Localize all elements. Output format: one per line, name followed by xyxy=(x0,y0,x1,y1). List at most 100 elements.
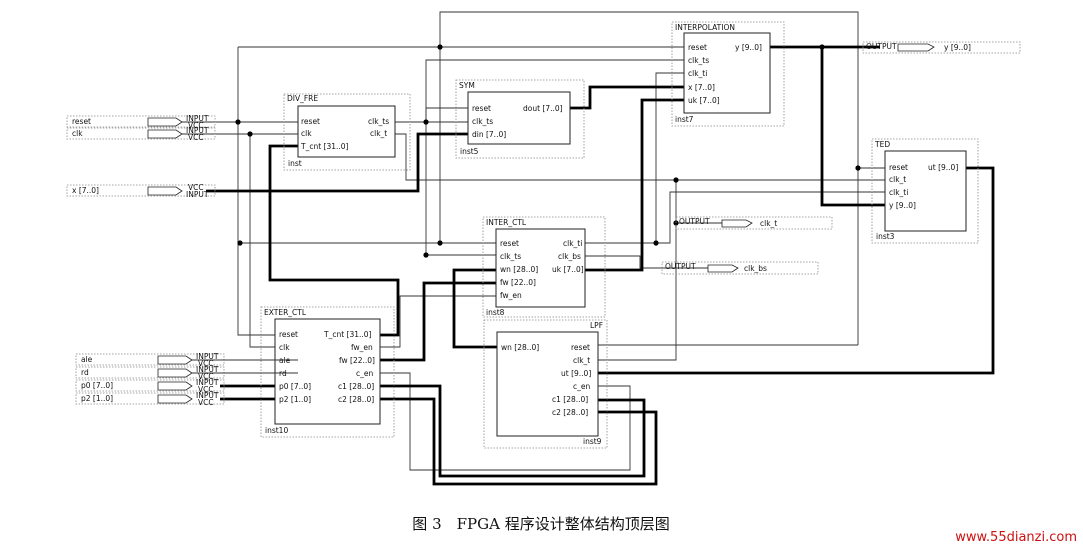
pin-name: clk_bs xyxy=(744,264,767,273)
pin-tag: INPUT xyxy=(186,114,209,123)
output-pin-y[interactable]: OUTPUT y [9..0] xyxy=(862,41,1021,54)
block-interpolation[interactable]: INTERPOLATION reset clk_ts clk_ti x [7..… xyxy=(671,21,785,127)
block-title: LPF xyxy=(590,321,603,330)
pin-tag: OUTPUT xyxy=(665,262,696,271)
pin-tag: INPUT xyxy=(196,365,219,374)
block-lpf[interactable]: LPF wn [28..0] reset clk_t ut [9..0] c_e… xyxy=(483,319,608,449)
pin-name: x [7..0] xyxy=(72,186,99,195)
port-label: din [7..0] xyxy=(472,130,506,139)
pin-sub: VCC xyxy=(198,385,214,394)
block-inter-ctl[interactable]: INTER_CTL reset clk_ts wn [28..0] fw [22… xyxy=(482,216,606,318)
port-label: reset xyxy=(688,43,707,52)
pin-name: p0 [7..0] xyxy=(81,381,113,390)
input-pin-x[interactable]: x [7..0] VCC INPUT xyxy=(66,183,216,199)
pin-name: clk xyxy=(72,129,83,138)
port-label: clk xyxy=(301,129,312,138)
instance-label: inst9 xyxy=(583,437,602,446)
pin-tag: OUTPUT xyxy=(679,217,710,226)
port-label: c2 [28..0] xyxy=(552,408,588,417)
block-title: INTERPOLATION xyxy=(675,23,735,32)
input-pin-p2[interactable]: p2 [1..0] INPUT VCC xyxy=(75,391,225,407)
instance-label: inst5 xyxy=(460,147,479,156)
junction-dots xyxy=(235,44,861,258)
port-label: T_cnt [31..0] xyxy=(323,330,372,339)
block-exter-ctl[interactable]: EXTER_CTL reset clk ale rd p0 [7..0] p2 … xyxy=(260,306,395,438)
pin-tag: VCC xyxy=(188,183,204,192)
output-pin-clk-t[interactable]: OUTPUT clk_t xyxy=(675,216,833,230)
block-title: EXTER_CTL xyxy=(264,308,307,317)
instance-label: inst7 xyxy=(675,115,694,124)
port-label: clk_bs xyxy=(558,252,581,261)
pin-tag: INPUT xyxy=(196,391,219,400)
input-pin-ale[interactable]: ale INPUT VCC xyxy=(75,352,225,368)
block-sym[interactable]: SYM reset clk_ts din [7..0] dout [7..0] … xyxy=(455,79,585,159)
port-label: uk [7..0] xyxy=(688,96,720,105)
port-label: fw [22..0] xyxy=(500,278,536,287)
pin-sub: VCC xyxy=(188,121,204,130)
port-label: y [9..0] xyxy=(735,43,762,52)
block-ted[interactable]: TED reset clk_t clk_ti y [9..0] ut [9..0… xyxy=(871,138,979,244)
port-label: clk_ts xyxy=(368,117,389,126)
pin-sub: VCC xyxy=(198,372,214,381)
port-label: wn [28..0] xyxy=(500,265,538,274)
input-pin-p0[interactable]: p0 [7..0] INPUT VCC xyxy=(75,378,225,394)
port-label: reset xyxy=(279,330,298,339)
port-label: reset xyxy=(472,104,491,113)
block-title: DIV_FRE xyxy=(287,94,318,103)
pin-name: y [9..0] xyxy=(944,43,971,52)
figure-caption: 图 3 FPGA 程序设计整体结构顶层图 xyxy=(412,515,669,533)
port-label: reset xyxy=(301,117,320,126)
instance-label: inst3 xyxy=(876,232,895,241)
block-title: INTER_CTL xyxy=(486,218,527,227)
port-label: clk_ti xyxy=(889,188,908,197)
instance-label: inst xyxy=(288,159,302,168)
output-pin-clk-bs[interactable]: OUTPUT clk_bs xyxy=(661,261,819,275)
pin-tag: INPUT xyxy=(186,126,209,135)
pin-name: ale xyxy=(81,355,93,364)
port-label: c_en xyxy=(356,369,373,378)
pin-tag: INPUT xyxy=(196,378,219,387)
block-title: TED xyxy=(874,140,890,149)
input-pin-reset[interactable]: reset INPUT VCC xyxy=(66,114,216,130)
port-label: dout [7..0] xyxy=(523,104,563,113)
port-label: uk [7..0] xyxy=(552,265,584,274)
port-label: fw_en xyxy=(351,343,373,352)
pin-sub: VCC xyxy=(188,133,204,142)
pin-sub: INPUT xyxy=(186,190,209,199)
port-label: fw [22..0] xyxy=(339,356,375,365)
port-label: clk_t xyxy=(573,356,590,365)
pin-sub: VCC xyxy=(198,359,214,368)
pin-name: clk_t xyxy=(760,219,777,228)
port-label: ut [9..0] xyxy=(928,163,958,172)
input-pin-clk[interactable]: clk INPUT VCC xyxy=(66,126,216,142)
port-label: clk_ti xyxy=(688,69,707,78)
port-label: clk xyxy=(279,343,290,352)
port-label: reset xyxy=(500,239,519,248)
pin-name: p2 [1..0] xyxy=(81,394,113,403)
input-pin-rd[interactable]: rd INPUT VCC xyxy=(75,365,225,381)
port-label: c2 [28..0] xyxy=(338,395,374,404)
port-label: reset xyxy=(889,163,908,172)
port-label: clk_ts xyxy=(472,117,493,126)
instance-label: inst8 xyxy=(486,308,505,317)
pin-name: rd xyxy=(81,368,89,377)
port-label: clk_ts xyxy=(500,252,521,261)
port-label: clk_t xyxy=(370,129,387,138)
block-div-fre[interactable]: DIV_FRE reset clk T_cnt [31..0] clk_ts c… xyxy=(283,93,411,171)
port-label: clk_ts xyxy=(688,56,709,65)
pin-name: reset xyxy=(72,117,91,126)
port-label: c1 [28..0] xyxy=(338,382,374,391)
port-label: x [7..0] xyxy=(688,83,715,92)
port-label: ale xyxy=(279,356,291,365)
port-label: rd xyxy=(279,369,287,378)
instance-label: inst10 xyxy=(265,426,288,435)
pin-tag: INPUT xyxy=(196,352,219,361)
port-label: c_en xyxy=(573,382,590,391)
port-label: T_cnt [31..0] xyxy=(300,142,349,151)
port-label: ut [9..0] xyxy=(561,369,591,378)
pin-sub: VCC xyxy=(198,398,214,407)
watermark: www.55dianzi.com xyxy=(955,530,1077,545)
pin-tag: OUTPUT xyxy=(866,42,897,51)
port-label: reset xyxy=(571,343,590,352)
